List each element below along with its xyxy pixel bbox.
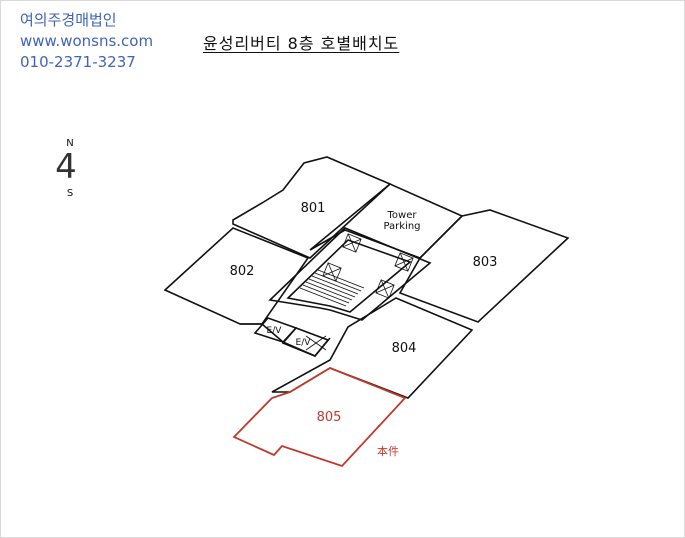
compass-mark: 4 <box>55 147 77 187</box>
stair-hatch <box>299 233 414 351</box>
compass-north: N <box>66 138 73 149</box>
unit-802-label: 802 <box>230 264 255 279</box>
unit-803-label: 803 <box>473 255 498 270</box>
elevator-1-label: E/V <box>267 326 283 336</box>
unit-801-outline <box>232 156 392 259</box>
unit-802-outline <box>163 227 310 325</box>
core-outline <box>268 227 432 321</box>
tower-parking-label-1: Tower <box>387 210 418 221</box>
unit-801-label: 801 <box>301 201 326 216</box>
core-edge <box>240 323 331 357</box>
company-name: 여의주경매법인 <box>20 11 117 29</box>
compass-south: S <box>67 188 73 199</box>
unit-803-outline <box>398 209 570 323</box>
tower-parking-label-2: Parking <box>383 221 420 232</box>
elevator-2-label: E/V <box>296 338 312 348</box>
company-phone: 010-2371-3237 <box>20 53 136 71</box>
company-info: 여의주경매법인 www.wonsns.com 010-2371-3237 <box>20 10 153 73</box>
unit-805-label: 805 <box>317 410 342 425</box>
page-title: 윤성리버티 8층 호별배치도 <box>203 34 400 53</box>
unit-805-outline <box>232 366 407 468</box>
compass: N 4 S <box>55 138 77 199</box>
unit-804-label: 804 <box>392 341 417 356</box>
subject-label: 本件 <box>377 444 399 458</box>
company-website[interactable]: www.wonsns.com <box>20 32 154 50</box>
core-inner <box>286 239 412 313</box>
unit-804-outline <box>271 297 474 399</box>
